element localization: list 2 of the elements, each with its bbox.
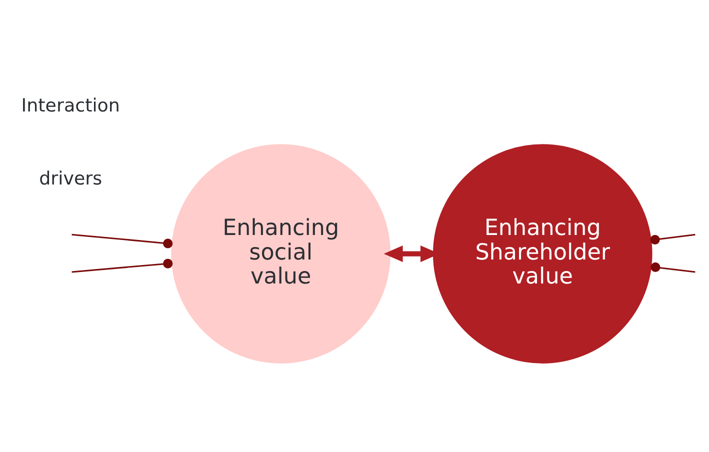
label: Interaction bbox=[21, 96, 120, 117]
label: drivers bbox=[39, 168, 102, 190]
